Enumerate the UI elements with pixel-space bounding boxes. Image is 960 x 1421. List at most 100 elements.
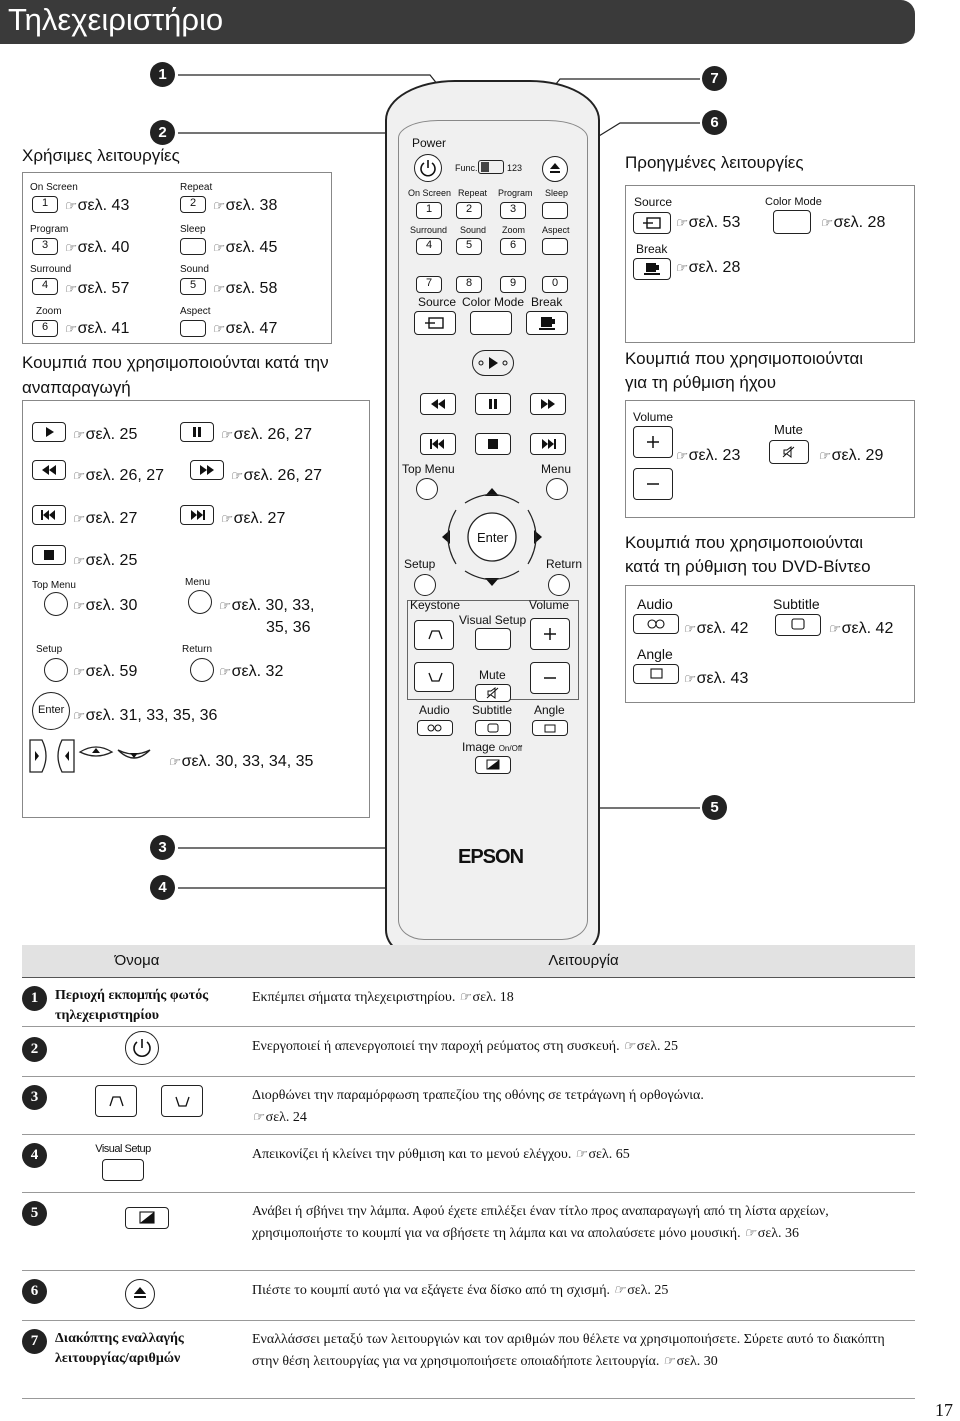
- remote-topmenu-button[interactable]: [416, 478, 438, 500]
- pause-icon: [489, 399, 497, 409]
- volume-up-button[interactable]: [633, 426, 673, 458]
- remote-return-button[interactable]: [548, 574, 570, 596]
- stop-button[interactable]: [32, 545, 66, 565]
- func-num-switch[interactable]: [478, 160, 504, 174]
- setup-button[interactable]: [44, 658, 68, 682]
- menu-button[interactable]: [188, 590, 212, 614]
- remote-keystone-down-button[interactable]: [414, 662, 454, 692]
- aspect-label: Aspect: [180, 306, 211, 317]
- remote-source-button[interactable]: [414, 311, 456, 335]
- rewind-button[interactable]: [32, 460, 66, 480]
- table-desc-cell: Διορθώνει την παραμόρφωση τραπεζίου της …: [252, 1076, 915, 1135]
- volume-down-button[interactable]: [633, 468, 673, 500]
- remote-visualsetup-button[interactable]: [475, 628, 511, 650]
- fast-forward-button[interactable]: [190, 460, 224, 480]
- remote-key-7[interactable]: 7: [416, 276, 442, 293]
- remote-stop-button[interactable]: [475, 433, 511, 455]
- dpad-left-arc: [447, 509, 457, 565]
- remote-mute-button[interactable]: [475, 684, 511, 702]
- menu-ref: ☞σελ. 30, 33,: [218, 597, 315, 614]
- remote-pause-button[interactable]: [475, 393, 511, 415]
- previous-button[interactable]: [32, 505, 66, 525]
- next-ref: ☞σελ. 27: [220, 510, 286, 527]
- table-row: 2 Ενεργοποιεί ή απενεργοποιεί την παροχή…: [22, 1026, 915, 1077]
- remote-fast-forward-button[interactable]: [530, 393, 566, 415]
- table-row: 6 Πιέστε το κουμπί αυτό για να εξάγετε έ…: [22, 1270, 915, 1321]
- callout-6: 6: [702, 110, 727, 135]
- next-button[interactable]: [180, 505, 214, 525]
- remote-menu-button[interactable]: [546, 478, 568, 500]
- remote-setup-button[interactable]: [414, 574, 436, 596]
- remote-rewind-button[interactable]: [420, 393, 456, 415]
- remote-key-0[interactable]: 0: [542, 276, 568, 293]
- remote-key-5[interactable]: 5: [456, 238, 482, 255]
- remote-image-onoff-button[interactable]: [475, 756, 511, 774]
- return-ref: ☞σελ. 32: [218, 663, 284, 680]
- return-button[interactable]: [190, 658, 214, 682]
- remote-eject-button[interactable]: [542, 156, 568, 182]
- zoom-label: Zoom: [36, 306, 62, 317]
- break-label: Break: [636, 242, 668, 256]
- row-ref: σελ. 65: [588, 1146, 630, 1162]
- remote-sleep-button[interactable]: [542, 202, 568, 219]
- remote-angle-button[interactable]: [532, 720, 568, 736]
- pause-button[interactable]: [180, 422, 214, 442]
- surround-button[interactable]: 4: [32, 278, 58, 295]
- program-button[interactable]: 3: [32, 238, 58, 255]
- remote-key-9[interactable]: 9: [500, 276, 526, 293]
- sound-button[interactable]: 5: [180, 278, 206, 295]
- next-icon: [191, 510, 205, 520]
- subtitle-button[interactable]: [775, 614, 821, 636]
- remote-volume-up-button[interactable]: [530, 618, 570, 650]
- colormode-button[interactable]: [773, 210, 811, 234]
- remote-setup-label: Setup: [404, 557, 436, 571]
- zoom-ref: ☞σελ. 41: [64, 320, 130, 337]
- plus-icon: [544, 628, 556, 640]
- remote-keystone-up-button[interactable]: [414, 620, 454, 650]
- mute-button[interactable]: [769, 440, 809, 464]
- remote-volume-down-button[interactable]: [530, 662, 570, 694]
- menu-ref-cont: 35, 36: [266, 619, 311, 636]
- remote-break-button[interactable]: [526, 311, 568, 335]
- remote-key-3[interactable]: 3: [500, 202, 526, 219]
- remote-key-4[interactable]: 4: [416, 238, 442, 255]
- remote-next-button[interactable]: [530, 433, 566, 455]
- enter-button[interactable]: Enter: [32, 692, 70, 730]
- source-button[interactable]: [633, 212, 671, 234]
- audio-button[interactable]: [633, 614, 679, 634]
- surround-label: Surround: [30, 264, 72, 275]
- onscreen-button[interactable]: 1: [32, 196, 58, 213]
- program-ref: ☞σελ. 40: [64, 239, 130, 256]
- useful-box: [22, 172, 332, 344]
- row-number: 1: [22, 985, 47, 1011]
- remote-dpad[interactable]: [430, 478, 555, 598]
- remote-aspect-button[interactable]: [542, 238, 568, 255]
- remote-audio-button[interactable]: [417, 720, 453, 736]
- callout-2: 2: [150, 120, 175, 145]
- remote-key-2[interactable]: 2: [456, 202, 482, 219]
- topmenu-button[interactable]: [44, 592, 68, 616]
- remote-key-1[interactable]: 1: [416, 202, 442, 219]
- remote-power-button[interactable]: [414, 154, 442, 182]
- page-title-bar: Τηλεχειριστήριο: [0, 0, 915, 44]
- remote-previous-button[interactable]: [420, 433, 456, 455]
- remote-subtitle-button[interactable]: [475, 720, 511, 736]
- sleep-button[interactable]: [180, 238, 206, 255]
- remote-play-button[interactable]: [472, 350, 514, 376]
- eject-icon: [134, 1286, 146, 1298]
- break-button[interactable]: [633, 258, 671, 280]
- play-button[interactable]: [32, 422, 66, 442]
- source-icon: [425, 317, 444, 329]
- onscreen-label: On Screen: [30, 182, 78, 193]
- angle-button[interactable]: [633, 664, 679, 684]
- remote-key-6[interactable]: 6: [500, 238, 526, 255]
- repeat-button[interactable]: 2: [180, 196, 206, 213]
- remote-subtitle-label: Subtitle: [472, 703, 513, 717]
- remote-key-8[interactable]: 8: [456, 276, 482, 293]
- remote-colormode-button[interactable]: [470, 311, 512, 335]
- zoom-button[interactable]: 6: [32, 320, 58, 337]
- aspect-button[interactable]: [180, 320, 206, 337]
- play-icon: [46, 427, 54, 437]
- arrow-buttons[interactable]: [28, 738, 168, 774]
